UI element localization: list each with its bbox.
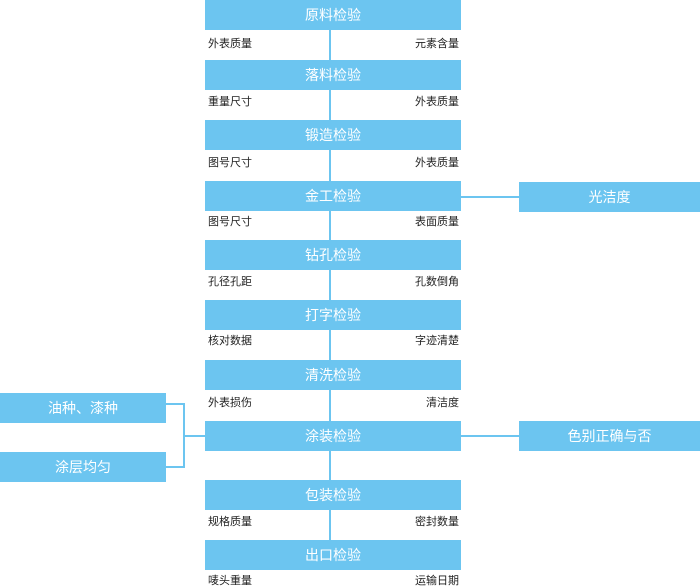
stage-drilling: 钻孔检验 bbox=[205, 240, 461, 270]
stage-title: 清洗检验 bbox=[305, 368, 361, 384]
stage-title: 落料检验 bbox=[305, 68, 361, 84]
note-right: 外表质量 bbox=[415, 95, 459, 108]
stage-title: 金工检验 bbox=[305, 189, 361, 205]
note-right: 字迹清楚 bbox=[415, 334, 459, 347]
note-right: 外表质量 bbox=[415, 156, 459, 169]
stage-title: 原料检验 bbox=[305, 8, 361, 24]
note-left: 规格质量 bbox=[208, 515, 252, 528]
stage-title: 包装检验 bbox=[305, 488, 361, 504]
note-left: 图号尺寸 bbox=[208, 215, 252, 228]
side-box-label: 光洁度 bbox=[588, 190, 631, 206]
side-box-label: 油种、漆种 bbox=[48, 401, 118, 417]
stage-export: 出口检验 bbox=[205, 540, 461, 570]
stage-title: 打字检验 bbox=[305, 308, 361, 324]
stage-machining: 金工检验 bbox=[205, 181, 461, 211]
note-right: 运输日期 bbox=[415, 574, 459, 587]
stage-title: 锻造检验 bbox=[305, 128, 361, 144]
note-left: 唛头重量 bbox=[208, 574, 252, 587]
note-right: 清洁度 bbox=[426, 396, 459, 409]
note-left: 核对数据 bbox=[208, 334, 252, 347]
note-right: 孔数倒角 bbox=[415, 275, 459, 288]
stage-forging: 锻造检验 bbox=[205, 120, 461, 150]
note-left: 外表损伤 bbox=[208, 396, 252, 409]
side-box-coating-even: 涂层均匀 bbox=[0, 452, 166, 482]
note-left: 图号尺寸 bbox=[208, 156, 252, 169]
note-left: 外表质量 bbox=[208, 37, 252, 50]
stage-raw-material: 原料检验 bbox=[205, 0, 461, 30]
connector-oil-paint bbox=[166, 403, 184, 405]
stage-cleaning: 清洗检验 bbox=[205, 360, 461, 390]
side-box-color-check: 色别正确与否 bbox=[519, 421, 700, 451]
side-box-finishing: 光洁度 bbox=[519, 182, 700, 212]
stage-title: 出口检验 bbox=[305, 548, 361, 564]
stage-marking: 打字检验 bbox=[205, 300, 461, 330]
note-right: 密封数量 bbox=[415, 515, 459, 528]
side-box-oil-paint: 油种、漆种 bbox=[0, 393, 166, 423]
connector-coating-even bbox=[166, 466, 184, 468]
stage-coating: 涂装检验 bbox=[205, 421, 461, 451]
note-right: 表面质量 bbox=[415, 215, 459, 228]
connector-bracket-to-coating bbox=[184, 435, 205, 437]
side-box-label: 涂层均匀 bbox=[55, 460, 111, 476]
note-left: 重量尺寸 bbox=[208, 95, 252, 108]
note-right: 元素含量 bbox=[415, 37, 459, 50]
stage-title: 涂装检验 bbox=[305, 429, 361, 445]
main-flow-line bbox=[329, 30, 331, 542]
note-left: 孔径孔距 bbox=[208, 275, 252, 288]
stage-blanking: 落料检验 bbox=[205, 60, 461, 90]
side-box-label: 色别正确与否 bbox=[567, 429, 652, 445]
connector-color-check bbox=[461, 435, 519, 437]
connector-finishing bbox=[461, 196, 519, 198]
stage-title: 钻孔检验 bbox=[305, 248, 361, 264]
stage-packaging: 包装检验 bbox=[205, 480, 461, 510]
